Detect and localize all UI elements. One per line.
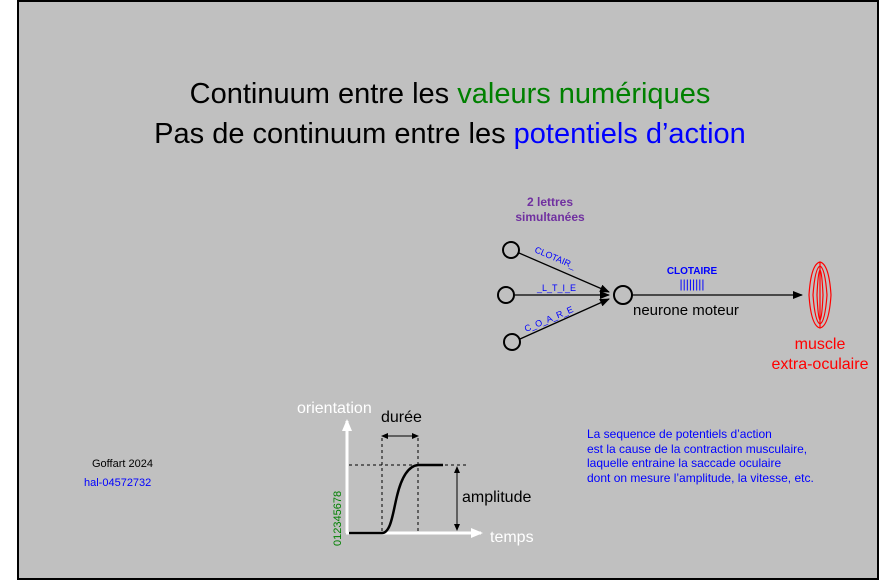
motor-neuron [613, 285, 633, 305]
description-line-1: La sequence de potentiels d’action [587, 427, 772, 441]
inputs-label-line2: simultanées [515, 210, 585, 224]
x-axis-label: temps [490, 529, 534, 546]
output-spikes: |||||||| [680, 277, 705, 291]
muscle-label-line2: extra-oculaire [772, 356, 869, 373]
description-line-2: est la cause de la contraction musculair… [587, 441, 808, 456]
title-line-1-prefix: Continuum entre les [189, 78, 458, 110]
title-line-2: Pas de continuum entre les potentiels d’… [19, 118, 881, 151]
description-line-4: dont on mesure l’amplitude, la vitesse, … [587, 470, 814, 485]
input-arrow-1 [518, 252, 610, 293]
saccade-curve [349, 463, 443, 535]
title-line-1: Continuum entre les valeurs numériques [19, 78, 881, 111]
neuron-label: neurone moteur [633, 302, 739, 319]
input-neuron-1 [502, 241, 520, 259]
network-diagram: 2 lettres simultanées CLOTAIR_ _L_T_I_E … [297, 195, 869, 546]
muscle-icon [808, 261, 832, 329]
credit-author: Goffart 2024 [92, 458, 153, 470]
input-neuron-3 [503, 333, 521, 351]
input-signal-3: C_O_A_R_E [523, 304, 575, 334]
amplitude-label: amplitude [462, 489, 531, 506]
duration-label: durée [381, 409, 422, 426]
input-arrow-3 [519, 298, 610, 340]
credit-reference: hal-04572732 [84, 477, 152, 489]
title-line-1-highlight: valeurs numériques [457, 78, 711, 110]
output-sequence: CLOTAIRE [667, 266, 718, 277]
description-line-3: laquelle entraine la saccade oculaire [587, 456, 782, 470]
description: La sequence de potentiels d’action est l… [587, 427, 814, 485]
input-neuron-2 [497, 286, 515, 304]
title-line-2-highlight: potentiels d’action [513, 118, 746, 150]
slide: Continuum entre les valeurs numériques P… [17, 0, 879, 580]
muscle-label-line1: muscle [795, 336, 846, 353]
inputs-label-line1: 2 lettres [527, 195, 573, 209]
input-signal-1: CLOTAIR_ [533, 245, 578, 272]
y-axis-label: orientation [297, 400, 372, 417]
title-line-2-prefix: Pas de continuum entre les [154, 118, 514, 150]
y-digits: 012345678 [332, 491, 344, 546]
input-signal-2: _L_T_I_E [536, 283, 576, 293]
